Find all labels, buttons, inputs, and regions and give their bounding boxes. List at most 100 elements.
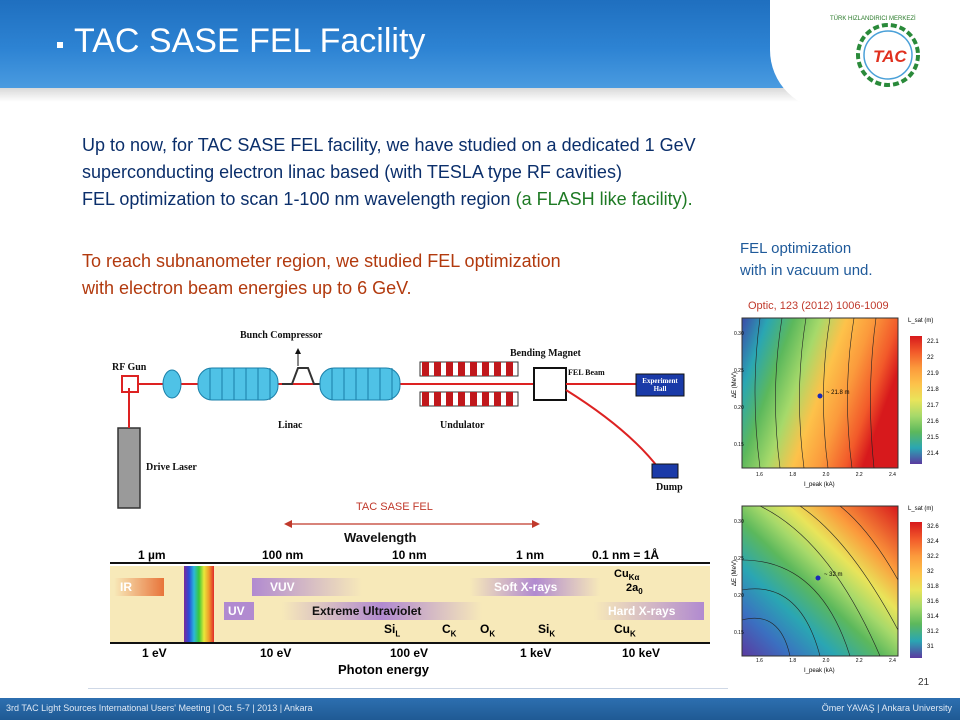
footer-bar: 3rd TAC Light Sources International User… [0,698,960,720]
plot1-xlabel: I_peak (kA) [804,482,835,488]
energy-axis [110,642,710,644]
region-hard-xrays: Hard X-rays [608,604,676,618]
photon-energy-title: Photon energy [338,662,430,677]
intro-paragraph: Up to now, for TAC SASE FEL facility, we… [82,132,842,213]
contour-plot-1: ~ 21.8 m L_sat (m) ΔE (MeV) I_peak (kA) … [720,312,952,492]
label-linac: Linac [278,420,303,431]
region-vuv-bar [252,578,362,596]
intro-line-1: Up to now, for TAC SASE FEL facility, we… [82,135,696,155]
label-bending-magnet: Bending Magnet [510,348,581,359]
visible-rainbow [184,566,214,642]
edge-cu-k: CuK [614,622,636,639]
contour-plot-2: ~ 32 m L_sat (m) ΔE (MeV) I_peak (kA) 0.… [720,500,952,678]
wl-tick-1nm: 1 nm [516,548,545,562]
edge-c-k: CK [442,622,457,639]
subnano-line-1: To reach subnanometer region, we studied… [82,251,561,271]
e-tick-10kev: 10 keV [622,646,661,660]
region-uv-bar [224,602,254,620]
plot1-contours [754,317,877,469]
label-fel-beam: FEL Beam [568,368,605,377]
page-number: 21 [918,677,930,688]
region-ir-bar [114,578,164,596]
contour-plot-1-svg [741,317,899,469]
footer-author: Ömer YAVAŞ | Ankara University [821,703,952,713]
e-tick-1ev: 1 eV [142,646,167,660]
footer-meeting: 3rd TAC Light Sources International User… [6,703,313,713]
e-tick-100ev: 100 eV [390,646,429,660]
bunch-compressor-chicane [282,367,322,385]
label-drive-laser: Drive Laser [146,462,197,473]
plot2-contours [741,505,899,657]
plot1-colorbar [910,336,922,464]
tac-logo: TÜRK HIZLANDIRICI MERKEZİ TAC [830,15,920,87]
logo-org-text: TÜRK HIZLANDIRICI MERKEZİ [830,15,916,22]
side-note: FEL optimization with in vacuum und. [740,238,873,282]
edge-si-l: SiL [384,622,401,639]
plot1-legend-title: L_sat (m) [908,318,934,324]
buncher-cavity [162,369,182,399]
region-hard-bar [594,602,704,620]
wl-tick-01nm: 0.1 nm = 1Å [592,548,660,562]
contour-plot-2-svg [741,505,899,657]
wl-tick-10nm: 10 nm [392,548,427,562]
edge-si-k: SiK [538,622,556,639]
title-shadow [0,88,960,102]
subnano-line-2: with electron beam energies up to 6 GeV. [82,278,412,298]
plot2-legend-title: L_sat (m) [908,506,934,512]
plot1-marker-label: ~ 21.8 m [826,390,850,396]
logo-area: TÜRK HIZLANDIRICI MERKEZİ TAC [770,0,960,110]
region-euv-bar [282,602,482,620]
drive-laser-box [117,427,141,509]
citation: Optic, 123 (2012) 1006-1009 [748,300,889,312]
region-uv: UV [228,604,245,618]
wl-tick-100nm: 100 nm [262,548,304,562]
region-soft-bar [470,578,600,596]
dump-box [651,463,679,479]
tac-range-arrow [284,520,540,528]
label-experiment-hall: Experiment Hall [642,377,678,393]
label-dump: Dump [656,482,683,493]
plot1-marker [817,393,823,399]
e-tick-1kev: 1 keV [520,646,552,660]
tac-sase-fel-label: TAC SASE FEL [356,501,433,513]
wavelength-title: Wavelength [344,530,417,545]
plot2-area [741,505,899,657]
wavelength-axis [110,562,710,564]
region-vuv: VUV [270,580,295,594]
logo-inner-ring [863,30,913,80]
side-note-line-2: with in vacuum und. [740,262,873,279]
plot2-colorbar [910,522,922,658]
fel-schematic [117,348,685,509]
footer-divider [88,688,728,689]
wl-tick-1um: 1 µm [138,548,166,562]
plot2-marker-label: ~ 32 m [824,572,843,578]
intro-line-2: superconducting electron linac based (wi… [82,162,622,182]
title-bullet [57,42,63,48]
label-bunch-compressor: Bunch Compressor [240,330,323,341]
experiment-hall-box [635,373,685,397]
region-euv: Extreme Ultraviolet [312,604,422,618]
region-ir: IR [120,580,132,594]
intro-line-3-paren: (a FLASH like facility). [515,189,693,209]
bending-magnet-box [533,367,567,401]
dump-line [565,389,661,471]
plot2-xlabel: I_peak (kA) [804,668,835,674]
intro-line-3: FEL optimization to scan 1-100 nm wavele… [82,186,842,213]
slide-title: TAC SASE FEL Facility [74,22,426,60]
plot1-area [741,317,899,469]
edge-o-k: OK [480,622,496,639]
logo-mark: TAC [873,47,907,66]
label-rf-gun: RF Gun [112,362,147,373]
e-tick-10ev: 10 eV [260,646,292,660]
plot2-marker [815,575,821,581]
region-soft-xrays: Soft X-rays [494,580,558,594]
subnanometer-paragraph: To reach subnanometer region, we studied… [82,248,702,302]
logo-ring [856,23,920,87]
side-note-line-1: FEL optimization [740,240,852,257]
